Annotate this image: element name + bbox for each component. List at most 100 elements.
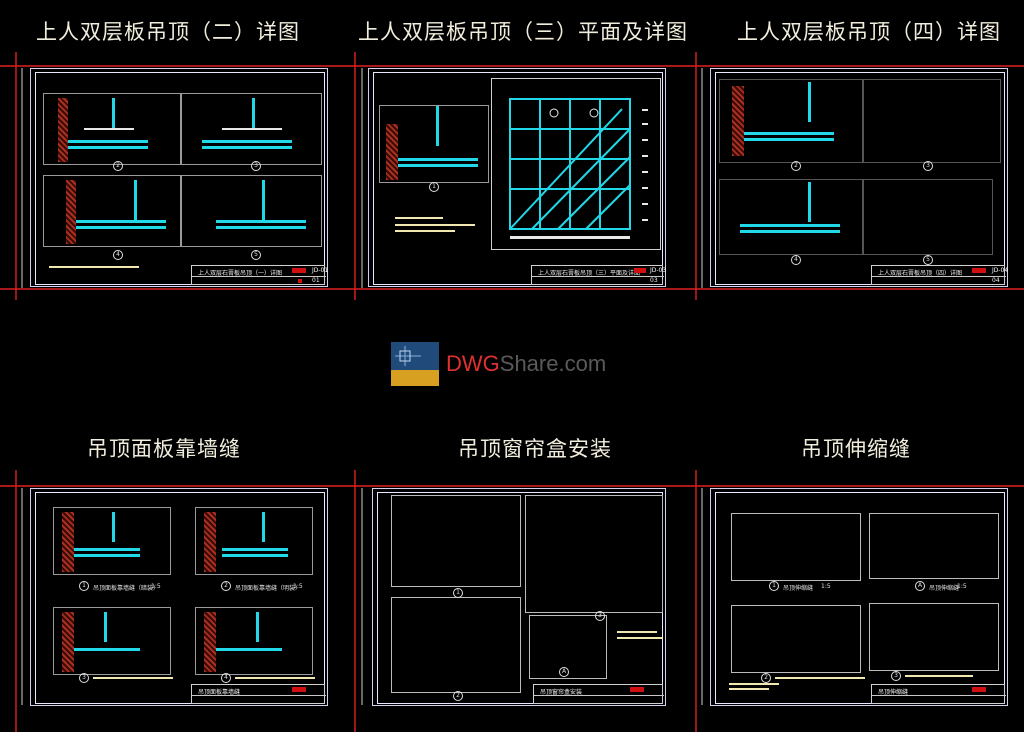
detail-scale: 1:5 xyxy=(293,583,303,590)
title-block-page: 01 xyxy=(312,277,320,284)
note-line xyxy=(617,637,663,639)
title-block-code: JD-03 xyxy=(650,267,667,274)
sheet-title-3: 上人双层板吊顶（四）详图 xyxy=(737,20,1001,44)
drawing-sheet-5[interactable]: 1 2 3 A 吊顶窗帘盒安装 xyxy=(372,488,666,706)
detail-marker: 2 xyxy=(221,581,231,591)
title-block-name: 上人双层石膏板吊顶（三）平面及详图 xyxy=(538,270,641,277)
sheet-frame xyxy=(35,492,325,704)
sheet-title-4: 吊顶面板靠墙缝 xyxy=(87,437,241,461)
detail-panel-1 xyxy=(731,513,861,581)
detail-panel-4 xyxy=(719,179,863,255)
detail-caption: 吊顶面板靠墙缝（暗装） xyxy=(93,585,160,592)
detail-caption: 吊顶面板靠墙缝（明装） xyxy=(235,585,302,592)
detail-scale: 1:5 xyxy=(821,583,831,590)
detail-panel-3 xyxy=(863,79,1001,163)
title-block: 上人双层石膏板吊顶（一）详图 JD-01 01 xyxy=(191,265,329,285)
detail-panel-A xyxy=(529,615,607,679)
note-line xyxy=(395,230,455,232)
detail-panel-2 xyxy=(719,79,863,163)
note-line xyxy=(395,217,443,219)
title-block-page: 03 xyxy=(650,277,658,284)
title-block: 吊顶面板靠墙缝 xyxy=(191,684,326,704)
title-block-name: 上人双层石膏板吊顶（四）详图 xyxy=(878,270,963,277)
note-line xyxy=(905,675,973,677)
drawing-sheet-3[interactable]: 2 3 4 5 上人双层石膏板吊顶（四）详图 JD-04 04 xyxy=(710,68,1008,287)
detail-marker: 2 xyxy=(791,161,801,171)
detail-panel-4 xyxy=(195,607,313,675)
note-line xyxy=(775,677,865,679)
detail-panel-4 xyxy=(43,175,181,247)
detail-marker: 4 xyxy=(791,255,801,265)
detail-marker: 1 xyxy=(453,588,463,598)
detail-panel-A xyxy=(869,513,999,579)
title-block-name: 吊顶伸缩缝 xyxy=(878,689,909,696)
detail-panel-5 xyxy=(181,175,322,247)
title-block: 上人双层石膏板吊顶（三）平面及详图 JD-03 03 xyxy=(531,265,667,285)
detail-marker: A xyxy=(559,667,569,677)
sheet-title-5: 吊顶窗帘盒安装 xyxy=(458,437,612,461)
note-line xyxy=(235,677,315,679)
note-line xyxy=(729,683,779,685)
note-line xyxy=(395,224,475,226)
note-line xyxy=(93,677,173,679)
dwgshare-logo-icon xyxy=(391,342,439,386)
detail-marker: 1 xyxy=(429,182,439,192)
detail-scale: 1:5 xyxy=(957,583,967,590)
detail-marker: 5 xyxy=(923,255,933,265)
detail-scale: 1:5 xyxy=(151,583,161,590)
watermark-brand-b: Share.com xyxy=(499,351,607,376)
detail-panel-3 xyxy=(53,607,171,675)
title-block: 吊顶伸缩缝 xyxy=(871,684,1006,704)
title-block-name: 上人双层石膏板吊顶（一）详图 xyxy=(198,270,283,277)
title-block-name: 吊顶窗帘盒安装 xyxy=(540,689,583,696)
title-block-code: JD-01 xyxy=(312,267,329,274)
detail-marker: 3 xyxy=(595,611,605,621)
title-block-code: JD-04 xyxy=(992,267,1009,274)
drawing-sheet-2[interactable]: 1 xyxy=(368,68,666,287)
detail-marker: 5 xyxy=(251,250,261,260)
detail-panel-3 xyxy=(181,93,322,165)
detail-marker: 3 xyxy=(923,161,933,171)
watermark-text: DWGShare.com xyxy=(446,351,606,377)
detail-marker: 3 xyxy=(251,161,261,171)
detail-marker: 4 xyxy=(221,673,231,683)
sheet-frame xyxy=(715,492,1005,704)
detail-marker: 2 xyxy=(453,691,463,701)
detail-panel-1 xyxy=(379,105,489,183)
detail-marker: 2 xyxy=(113,161,123,171)
drawing-sheet-6[interactable]: 1 吊顶伸缩缝 1:5 A 吊顶伸缩缝 1:5 2 3 吊顶伸缩缝 xyxy=(710,488,1008,706)
plan-panel xyxy=(491,78,661,250)
detail-panel-2 xyxy=(43,93,181,165)
detail-panel-2 xyxy=(731,605,861,673)
note-line xyxy=(729,688,769,690)
title-block: 吊顶窗帘盒安装 xyxy=(533,684,664,704)
detail-marker: 3 xyxy=(891,671,901,681)
title-block-page: 04 xyxy=(992,277,1000,284)
detail-marker: 2 xyxy=(761,673,771,683)
detail-panel-2 xyxy=(391,597,521,693)
note-line xyxy=(617,631,657,633)
detail-panel-3 xyxy=(525,495,663,613)
detail-marker: 1 xyxy=(79,581,89,591)
detail-marker: 4 xyxy=(113,250,123,260)
sheet-frame xyxy=(373,72,663,285)
drawing-sheet-4[interactable]: 1 吊顶面板靠墙缝（暗装） 1:5 2 吊顶面板靠墙缝（明装） 1:5 3 4 … xyxy=(30,488,328,706)
title-block: 上人双层石膏板吊顶（四）详图 JD-04 04 xyxy=(871,265,1009,285)
detail-marker: 3 xyxy=(79,673,89,683)
sheet-frame xyxy=(715,72,1005,285)
title-block-name: 吊顶面板靠墙缝 xyxy=(198,689,241,696)
detail-panel-1 xyxy=(53,507,171,575)
watermark-brand-a: DWG xyxy=(446,351,500,376)
detail-panel-3 xyxy=(869,603,999,671)
detail-panel-1 xyxy=(391,495,521,587)
note-line xyxy=(49,266,139,268)
sheet-frame xyxy=(35,72,325,285)
detail-panel-5 xyxy=(863,179,993,255)
ceiling-plan xyxy=(509,98,648,239)
detail-panel-2 xyxy=(195,507,313,575)
detail-marker: 1 xyxy=(769,581,779,591)
drawing-sheet-1[interactable]: 2 3 4 5 上人双层石膏板吊顶（一）详图 JD-01 01 xyxy=(30,68,328,287)
sheet-title-1: 上人双层板吊顶（二）详图 xyxy=(36,20,300,44)
sheet-title-2: 上人双层板吊顶（三）平面及详图 xyxy=(358,20,688,44)
